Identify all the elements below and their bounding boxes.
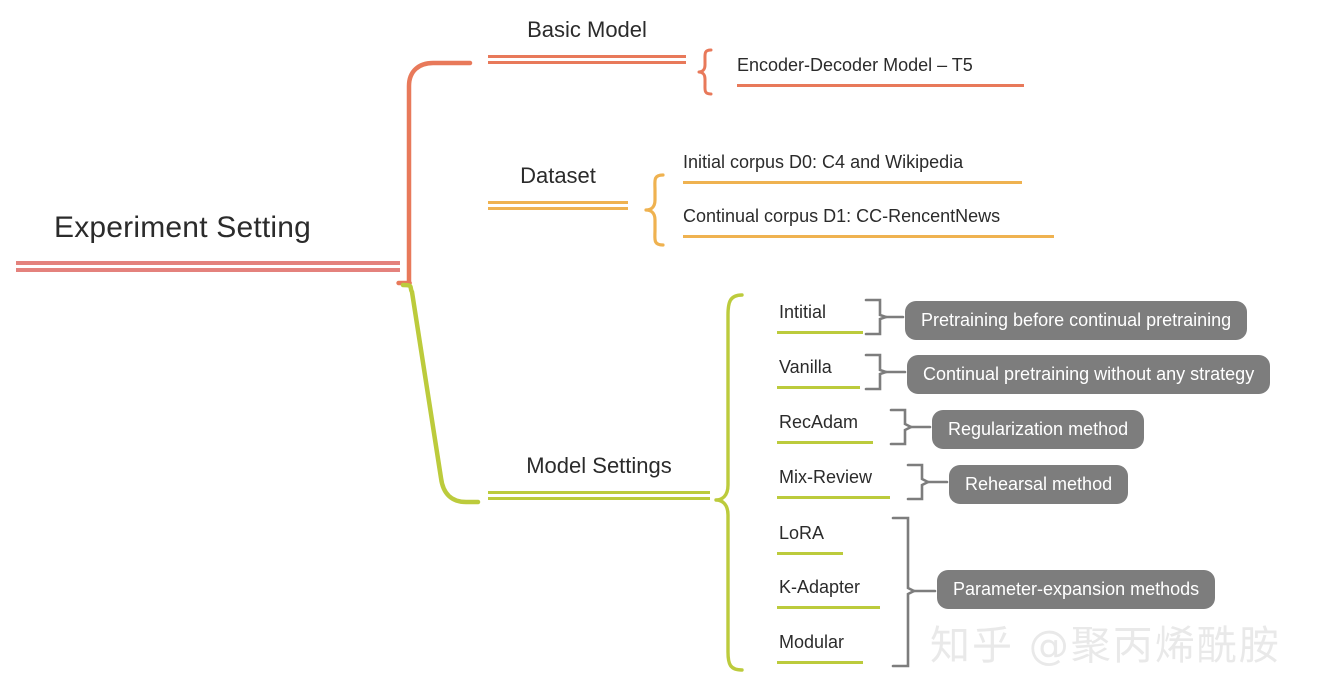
node-mix-review-underline bbox=[777, 496, 890, 499]
node-intitial-label: Intitial bbox=[779, 302, 827, 322]
root-node[interactable]: Experiment Setting bbox=[16, 213, 400, 272]
badge-rehearsal-method[interactable]: Rehearsal method bbox=[949, 465, 1129, 504]
node-vanilla[interactable]: Vanilla bbox=[777, 358, 860, 389]
node-mix-review[interactable]: Mix-Review bbox=[777, 468, 890, 499]
node-encoder-decoder-t5-underline bbox=[737, 84, 1024, 87]
badge-continual-pretraining-without-any-strategy[interactable]: Continual pretraining without any strate… bbox=[907, 355, 1271, 394]
badge-parameter-expansion-methods[interactable]: Parameter-expansion methods bbox=[937, 570, 1216, 609]
brace-basic-model bbox=[697, 48, 713, 96]
node-vanilla-underline bbox=[777, 386, 860, 389]
node-continual-corpus-d1-label: Continual corpus D1: CC-RencentNews bbox=[683, 206, 1001, 226]
bracket-vanilla bbox=[864, 353, 907, 391]
root-node-label: Experiment Setting bbox=[54, 211, 312, 244]
node-continual-corpus-d1[interactable]: Continual corpus D1: CC-RencentNews bbox=[683, 207, 1054, 238]
node-vanilla-label: Vanilla bbox=[779, 357, 832, 377]
node-basic-model[interactable]: Basic Model bbox=[488, 19, 686, 64]
node-encoder-decoder-t5-label: Encoder-Decoder Model – T5 bbox=[737, 55, 973, 75]
node-basic-model-underline bbox=[488, 55, 686, 64]
node-initial-corpus-d0[interactable]: Initial corpus D0: C4 and Wikipedia bbox=[683, 153, 1022, 184]
bracket-parameter-expansion bbox=[891, 516, 937, 668]
node-model-settings-label: Model Settings bbox=[526, 453, 672, 478]
node-model-settings-underline bbox=[488, 491, 710, 500]
edge-root-to-model-settings bbox=[400, 282, 481, 505]
node-lora-label: LoRA bbox=[779, 523, 825, 543]
node-dataset-label: Dataset bbox=[520, 163, 596, 188]
root-node-underline bbox=[16, 261, 400, 272]
node-intitial-underline bbox=[777, 331, 863, 334]
node-basic-model-label: Basic Model bbox=[527, 17, 647, 42]
node-continual-corpus-d1-underline bbox=[683, 235, 1054, 238]
node-intitial[interactable]: Intitial bbox=[777, 303, 863, 334]
brace-model-settings bbox=[714, 293, 744, 672]
badge-regularization-method[interactable]: Regularization method bbox=[932, 410, 1145, 449]
node-k-adapter[interactable]: K-Adapter bbox=[777, 578, 880, 609]
node-encoder-decoder-t5[interactable]: Encoder-Decoder Model – T5 bbox=[737, 56, 1024, 87]
node-modular-underline bbox=[777, 661, 863, 664]
bracket-mix-review bbox=[906, 463, 949, 501]
node-dataset[interactable]: Dataset bbox=[488, 165, 628, 210]
node-mix-review-label: Mix-Review bbox=[779, 467, 873, 487]
node-model-settings[interactable]: Model Settings bbox=[488, 455, 710, 500]
bracket-recadam bbox=[889, 408, 932, 446]
node-recadam[interactable]: RecAdam bbox=[777, 413, 873, 444]
node-lora-underline bbox=[777, 552, 843, 555]
node-dataset-underline bbox=[488, 201, 628, 210]
brace-dataset bbox=[644, 173, 665, 247]
watermark: 知乎 @聚丙烯酰胺 bbox=[930, 623, 1281, 669]
node-k-adapter-underline bbox=[777, 606, 880, 609]
bracket-intitial bbox=[864, 298, 905, 336]
node-recadam-underline bbox=[777, 441, 873, 444]
node-modular[interactable]: Modular bbox=[777, 633, 863, 664]
node-recadam-label: RecAdam bbox=[779, 412, 859, 432]
node-initial-corpus-d0-underline bbox=[683, 181, 1022, 184]
edge-root-to-basic-model bbox=[396, 60, 473, 286]
badge-pretraining-before-continual-pretraining[interactable]: Pretraining before continual pretraining bbox=[905, 301, 1248, 340]
node-initial-corpus-d0-label: Initial corpus D0: C4 and Wikipedia bbox=[683, 152, 964, 172]
node-k-adapter-label: K-Adapter bbox=[779, 577, 861, 597]
node-modular-label: Modular bbox=[779, 632, 845, 652]
node-lora[interactable]: LoRA bbox=[777, 524, 843, 555]
